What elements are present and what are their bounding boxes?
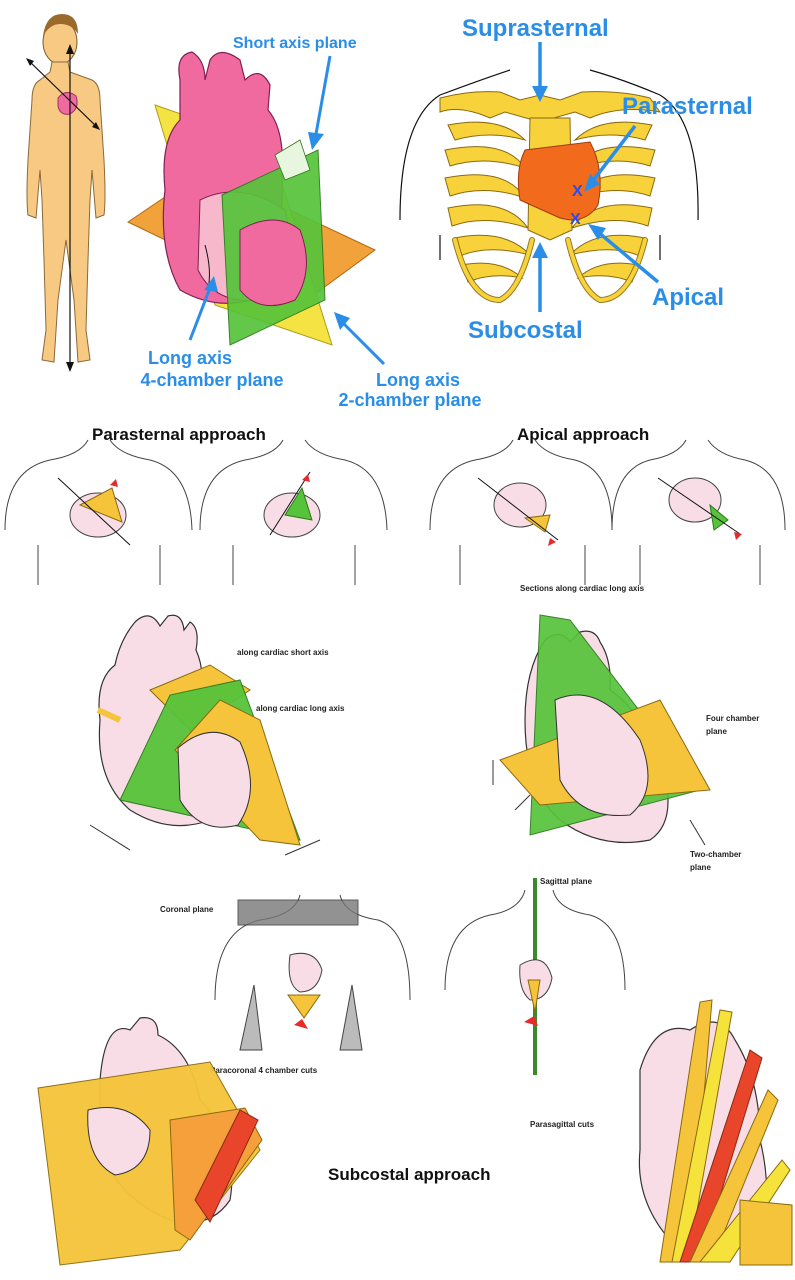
four-chamber-caption-line1: Four chamber bbox=[706, 714, 759, 723]
paracoronal-heart-cuts bbox=[37, 1017, 263, 1266]
subcostal-approach-heading: Subcostal approach bbox=[328, 1165, 490, 1184]
along-short-axis-caption: along cardiac short axis bbox=[237, 648, 329, 657]
subcostal-arrow bbox=[532, 242, 548, 312]
long-axis-4ch-label-line2: 4-chamber plane bbox=[140, 370, 283, 390]
sections-long-axis-caption: Sections along cardiac long axis bbox=[520, 584, 645, 593]
apical-arrow bbox=[588, 224, 660, 284]
suprasternal-label: Suprasternal bbox=[462, 15, 609, 42]
parasagittal-cuts-caption: Parasagittal cuts bbox=[530, 1120, 595, 1129]
long-axis-2ch-label-line1: Long axis bbox=[376, 370, 460, 390]
apical-label: Apical bbox=[652, 284, 724, 311]
body-figure bbox=[26, 14, 106, 372]
long-axis-2ch-arrow bbox=[334, 312, 386, 366]
long-axis-2ch-label-line2: 2-chamber plane bbox=[338, 390, 481, 410]
along-long-axis-caption: along cardiac long axis bbox=[256, 704, 345, 713]
parasternal-torso-right bbox=[199, 439, 388, 585]
apical-marker: X bbox=[570, 211, 581, 228]
apical-approach-heading: Apical approach bbox=[517, 425, 649, 444]
apical-torso-right bbox=[611, 439, 786, 585]
sagittal-plane-caption: Sagittal plane bbox=[540, 877, 593, 886]
parasternal-approach-heading: Parasternal approach bbox=[92, 425, 266, 444]
two-chamber-caption-line2: plane bbox=[690, 863, 711, 872]
parasternal-torso-left bbox=[4, 439, 193, 585]
parasternal-label: Parasternal bbox=[622, 93, 753, 120]
parasternal-marker: X bbox=[572, 183, 583, 200]
long-axis-4ch-arrow bbox=[188, 276, 218, 341]
ribcage-illustration bbox=[399, 69, 699, 304]
parasternal-arrow bbox=[584, 124, 637, 192]
four-chamber-caption-line2: plane bbox=[706, 727, 727, 736]
subcostal-label: Subcostal bbox=[468, 317, 583, 344]
apical-heart-planes bbox=[492, 614, 711, 846]
parasternal-heart-planes bbox=[89, 614, 321, 856]
short-axis-plane-label: Short axis plane bbox=[233, 35, 357, 52]
parasagittal-heart-cuts bbox=[638, 999, 793, 1266]
coronal-torso bbox=[214, 894, 411, 1051]
long-axis-4ch-label-line1: Long axis bbox=[148, 348, 232, 368]
coronal-plane-caption: Coronal plane bbox=[160, 905, 214, 914]
paracoronal-cuts-caption: Paracoronal 4 chamber cuts bbox=[210, 1066, 318, 1075]
two-chamber-caption-line1: Two-chamber bbox=[690, 850, 741, 859]
short-axis-arrow bbox=[308, 55, 332, 150]
apical-torso-left bbox=[429, 439, 613, 585]
heart-planes-illustration bbox=[126, 51, 376, 346]
suprasternal-arrow bbox=[532, 42, 548, 102]
sagittal-torso bbox=[444, 878, 626, 1075]
